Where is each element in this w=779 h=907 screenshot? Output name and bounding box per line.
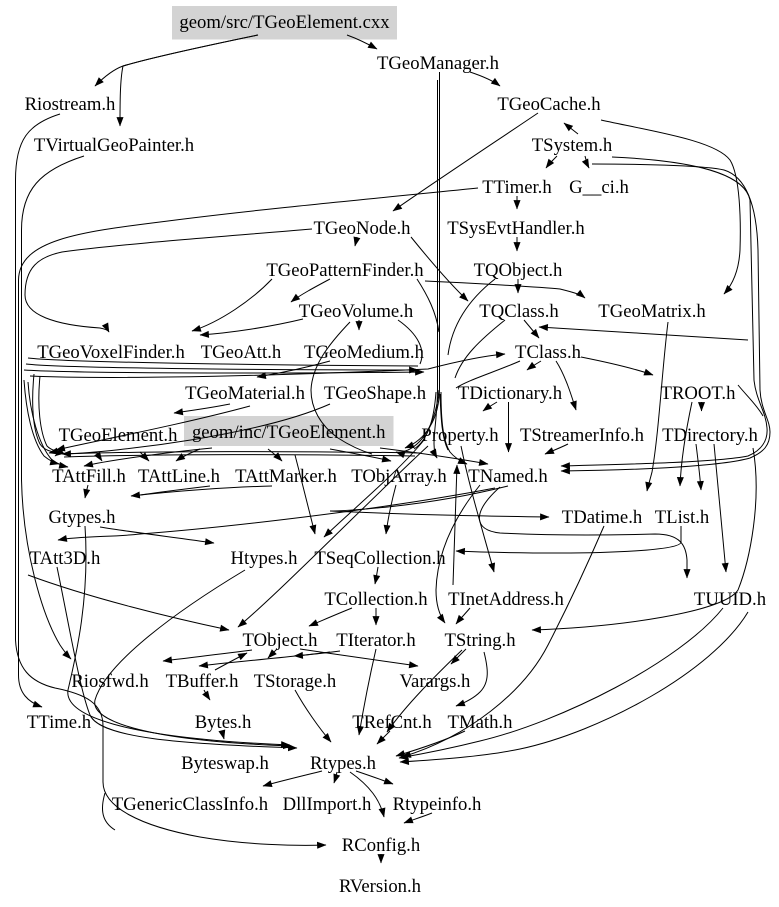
svg-text:TSystem.h: TSystem.h	[532, 135, 613, 156]
svg-text:TTimer.h: TTimer.h	[482, 177, 552, 198]
svg-text:Riosfwd.h: Riosfwd.h	[71, 671, 149, 692]
svg-text:RConfig.h: RConfig.h	[342, 835, 421, 856]
svg-text:TGeoMedium.h: TGeoMedium.h	[304, 342, 425, 363]
svg-text:TString.h: TString.h	[444, 630, 516, 651]
svg-text:G__ci.h: G__ci.h	[569, 177, 629, 198]
svg-text:TGeoNode.h: TGeoNode.h	[313, 218, 411, 239]
svg-text:TGeoShape.h: TGeoShape.h	[324, 383, 427, 404]
svg-text:TGeoMaterial.h: TGeoMaterial.h	[185, 383, 306, 404]
svg-text:TQClass.h: TQClass.h	[479, 301, 559, 322]
svg-text:TSysEvtHandler.h: TSysEvtHandler.h	[447, 218, 585, 239]
svg-text:TUUID.h: TUUID.h	[694, 589, 767, 610]
svg-text:TList.h: TList.h	[655, 507, 710, 528]
svg-text:TStreamerInfo.h: TStreamerInfo.h	[520, 425, 645, 446]
svg-text:TBuffer.h: TBuffer.h	[166, 671, 239, 692]
svg-text:TGeoPatternFinder.h: TGeoPatternFinder.h	[266, 260, 424, 281]
svg-text:TVirtualGeoPainter.h: TVirtualGeoPainter.h	[34, 135, 195, 156]
svg-text:Property.h: Property.h	[421, 425, 499, 446]
svg-text:Bytes.h: Bytes.h	[195, 712, 252, 733]
svg-text:TTime.h: TTime.h	[27, 712, 92, 733]
svg-text:Rtypes.h: Rtypes.h	[310, 753, 377, 774]
svg-text:TAttMarker.h: TAttMarker.h	[235, 466, 337, 487]
svg-text:TDirectory.h: TDirectory.h	[662, 425, 758, 446]
svg-text:TIterator.h: TIterator.h	[336, 630, 416, 651]
svg-text:Gtypes.h: Gtypes.h	[49, 507, 117, 528]
svg-text:TMath.h: TMath.h	[448, 712, 514, 733]
svg-text:TInetAddress.h: TInetAddress.h	[448, 589, 564, 610]
svg-text:TROOT.h: TROOT.h	[661, 383, 737, 404]
svg-text:RVersion.h: RVersion.h	[339, 876, 422, 897]
svg-text:Varargs.h: Varargs.h	[400, 671, 471, 692]
svg-text:TSeqCollection.h: TSeqCollection.h	[314, 548, 446, 569]
svg-text:geom/inc/TGeoElement.h: geom/inc/TGeoElement.h	[192, 422, 386, 443]
svg-text:TAtt3D.h: TAtt3D.h	[30, 548, 101, 569]
svg-text:geom/src/TGeoElement.cxx: geom/src/TGeoElement.cxx	[179, 12, 390, 33]
svg-text:DllImport.h: DllImport.h	[283, 794, 372, 815]
svg-text:TGenericClassInfo.h: TGenericClassInfo.h	[112, 794, 269, 815]
svg-text:TGeoAtt.h: TGeoAtt.h	[201, 342, 282, 363]
svg-text:TCollection.h: TCollection.h	[324, 589, 428, 610]
svg-text:TGeoMatrix.h: TGeoMatrix.h	[598, 301, 706, 322]
svg-text:TClass.h: TClass.h	[515, 342, 582, 363]
svg-text:Rtypeinfo.h: Rtypeinfo.h	[393, 794, 482, 815]
svg-text:Riostream.h: Riostream.h	[25, 94, 116, 115]
svg-text:Byteswap.h: Byteswap.h	[181, 753, 269, 774]
svg-text:TAttLine.h: TAttLine.h	[138, 466, 221, 487]
svg-text:TStorage.h: TStorage.h	[254, 671, 337, 692]
svg-text:TGeoManager.h: TGeoManager.h	[377, 53, 500, 74]
svg-text:TGeoElement.h: TGeoElement.h	[59, 425, 178, 446]
svg-text:TQObject.h: TQObject.h	[474, 260, 563, 281]
svg-text:TNamed.h: TNamed.h	[468, 466, 548, 487]
svg-text:TGeoVoxelFinder.h: TGeoVoxelFinder.h	[37, 342, 185, 363]
svg-text:TGeoCache.h: TGeoCache.h	[497, 94, 601, 115]
svg-text:TObject.h: TObject.h	[243, 630, 319, 651]
svg-text:TDictionary.h: TDictionary.h	[458, 383, 563, 404]
svg-text:Htypes.h: Htypes.h	[231, 548, 299, 569]
svg-text:TDatime.h: TDatime.h	[562, 507, 643, 528]
svg-text:TGeoVolume.h: TGeoVolume.h	[299, 301, 414, 322]
svg-text:TAttFill.h: TAttFill.h	[52, 466, 126, 487]
svg-text:TObjArray.h: TObjArray.h	[351, 466, 447, 487]
svg-text:TRefCnt.h: TRefCnt.h	[352, 712, 432, 733]
